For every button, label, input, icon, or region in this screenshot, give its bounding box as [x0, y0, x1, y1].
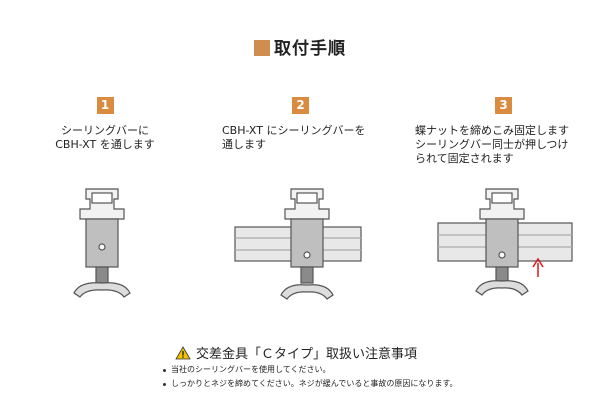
step-number: 3	[495, 97, 512, 114]
bullet-icon	[163, 382, 166, 386]
step-3: 3 蝶ナットを締めこみ固定します シーリングバー同士が押しつけ られて固定されま…	[415, 97, 595, 166]
press-arrow-icon	[532, 257, 544, 277]
list-item: 当社のシーリングバーを使用してください。	[163, 363, 458, 377]
caution-item-text: しっかりとネジを締めてください。ネジが緩んでいると事故の原因になります。	[171, 379, 458, 388]
list-item: しっかりとネジを締めてください。ネジが緩んでいると事故の原因になります。	[163, 377, 458, 391]
clamp-illustration-2	[234, 188, 362, 300]
step-number: 1	[96, 97, 114, 114]
caution-heading: 交差金具「Ｃタイプ」取扱い注意事項	[175, 343, 417, 362]
clamp-illustration-3	[437, 188, 573, 296]
step-2: 2 CBH-XT にシーリングバーを 通します	[222, 97, 392, 152]
page-title-text: 取付手順	[274, 39, 346, 59]
bullet-icon	[163, 368, 166, 372]
caution-item-text: 当社のシーリングバーを使用してください。	[171, 365, 331, 374]
step-number: 2	[292, 97, 309, 114]
step-description: 蝶ナットを締めこみ固定します シーリングバー同士が押しつけ られて固定されます	[415, 124, 569, 165]
clamp-illustration-1	[73, 188, 131, 298]
caution-list: 当社のシーリングバーを使用してください。 しっかりとネジを締めてください。ネジが…	[163, 363, 458, 391]
title-square-icon	[254, 40, 270, 56]
step-description: シーリングバーに CBH-XT を通します	[55, 124, 155, 151]
step-description: CBH-XT にシーリングバーを 通します	[222, 124, 366, 151]
warning-icon	[175, 345, 191, 359]
step-1: 1 シーリングバーに CBH-XT を通します	[30, 97, 180, 152]
caution-title: 交差金具「Ｃタイプ」取扱い注意事項	[196, 347, 418, 362]
page-title: 取付手順	[0, 34, 600, 59]
